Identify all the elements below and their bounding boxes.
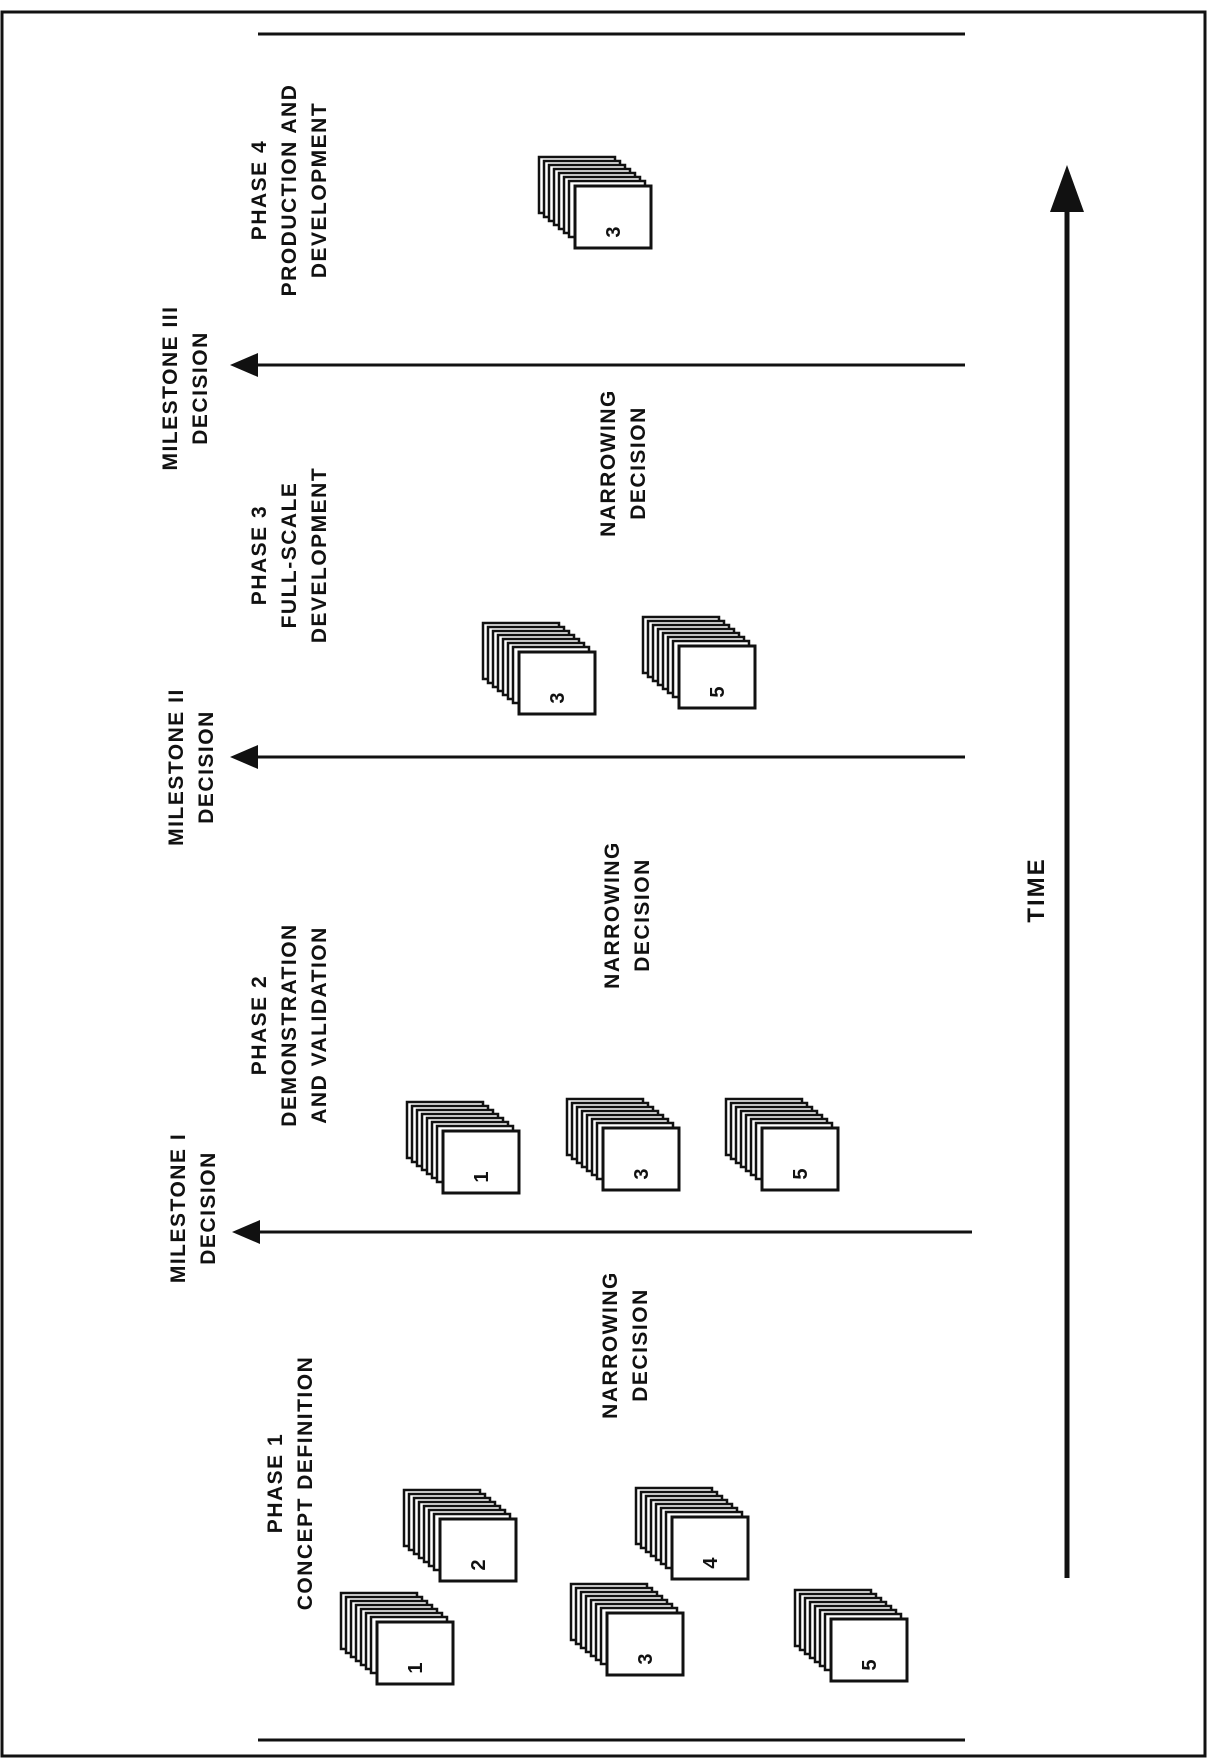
milestone-3-label: MILESTONE III DECISION — [159, 306, 212, 471]
page-border — [0, 10, 1207, 1758]
time-label: TIME — [1023, 857, 1050, 922]
p2-stack-3-number: 5 — [790, 1168, 812, 1179]
milestone-1-title: MILESTONE I — [167, 1133, 190, 1283]
p1-stack-3-number: 3 — [635, 1653, 657, 1664]
p1-stack-5: 5 — [793, 1588, 909, 1683]
time-arrow — [1050, 165, 1084, 1578]
phase-1-label: PHASE 1 CONCEPT DEFINITION — [264, 1356, 317, 1611]
p1-stack-5-number: 5 — [859, 1659, 881, 1670]
p4-stack-1: 3 — [537, 155, 653, 250]
p4-stack-1-number: 3 — [603, 226, 625, 237]
p1-stack-1-number: 1 — [405, 1662, 427, 1673]
phase-4-subtitle-2: DEVELOPMENT — [308, 102, 331, 278]
phase-2-title: PHASE 2 — [248, 975, 271, 1075]
phase-1-subtitle: CONCEPT DEFINITION — [294, 1356, 317, 1611]
milestone-1-arrow — [232, 1220, 972, 1244]
narrowing-2-subtitle: DECISION — [631, 858, 654, 972]
phase-3-subtitle-2: DEVELOPMENT — [308, 467, 331, 643]
phase-3-subtitle-1: FULL-SCALE — [278, 482, 301, 629]
phase-4-title: PHASE 4 — [248, 140, 271, 240]
narrowing-label-2: NARROWING DECISION — [601, 841, 654, 989]
p1-stack-4: 4 — [634, 1486, 750, 1581]
phase-4-subtitle-1: PRODUCTION AND — [278, 84, 301, 297]
milestone-2-subtitle: DECISION — [195, 710, 218, 824]
p2-stack-1: 1 — [405, 1100, 521, 1195]
p3-stack-1-number: 3 — [547, 692, 569, 703]
p2-stack-2-number: 3 — [631, 1168, 653, 1179]
phase-2-label: PHASE 2 DEMONSTRATION AND VALIDATION — [248, 923, 331, 1126]
p1-stack-1: 1 — [339, 1591, 455, 1686]
narrowing-1-title: NARROWING — [599, 1271, 622, 1419]
milestone-2-arrow — [230, 745, 965, 769]
narrowing-label-1: NARROWING DECISION — [599, 1271, 652, 1419]
milestone-1-subtitle: DECISION — [197, 1151, 220, 1265]
narrowing-3-subtitle: DECISION — [627, 406, 650, 520]
phase-2-subtitle-1: DEMONSTRATION — [278, 923, 301, 1126]
narrowing-3-title: NARROWING — [597, 389, 620, 537]
p2-stack-2: 3 — [565, 1097, 681, 1192]
phase-3-label: PHASE 3 FULL-SCALE DEVELOPMENT — [248, 467, 331, 643]
phase-4-label: PHASE 4 PRODUCTION AND DEVELOPMENT — [248, 84, 331, 297]
narrowing-1-subtitle: DECISION — [629, 1288, 652, 1402]
p1-stack-4-number: 4 — [700, 1557, 722, 1569]
p2-stack-3: 5 — [724, 1097, 840, 1192]
phase-2-subtitle-2: AND VALIDATION — [308, 926, 331, 1124]
p3-stack-2-number: 5 — [707, 686, 729, 697]
milestone-2-label: MILESTONE II DECISION — [165, 688, 218, 846]
phase-1-title: PHASE 1 — [264, 1433, 287, 1533]
narrowing-label-3: NARROWING DECISION — [597, 389, 650, 537]
p3-stack-2: 5 — [641, 615, 757, 710]
p1-stack-2-number: 2 — [468, 1559, 490, 1570]
phase-3-title: PHASE 3 — [248, 505, 271, 605]
milestone-2-title: MILESTONE II — [165, 688, 188, 846]
p2-stack-1-number: 1 — [471, 1171, 493, 1182]
milestone-3-title: MILESTONE III — [159, 306, 182, 471]
p1-stack-2: 2 — [402, 1488, 518, 1583]
milestone-1-label: MILESTONE I DECISION — [167, 1133, 220, 1283]
milestone-3-subtitle: DECISION — [189, 331, 212, 445]
p1-stack-3: 3 — [569, 1582, 685, 1677]
design-stacks: 1 2 3 4 5 1 3 5 3 5 3 — [339, 155, 909, 1686]
p3-stack-1: 3 — [481, 621, 597, 716]
milestone-3-arrow — [230, 353, 965, 377]
narrowing-2-title: NARROWING — [601, 841, 624, 989]
